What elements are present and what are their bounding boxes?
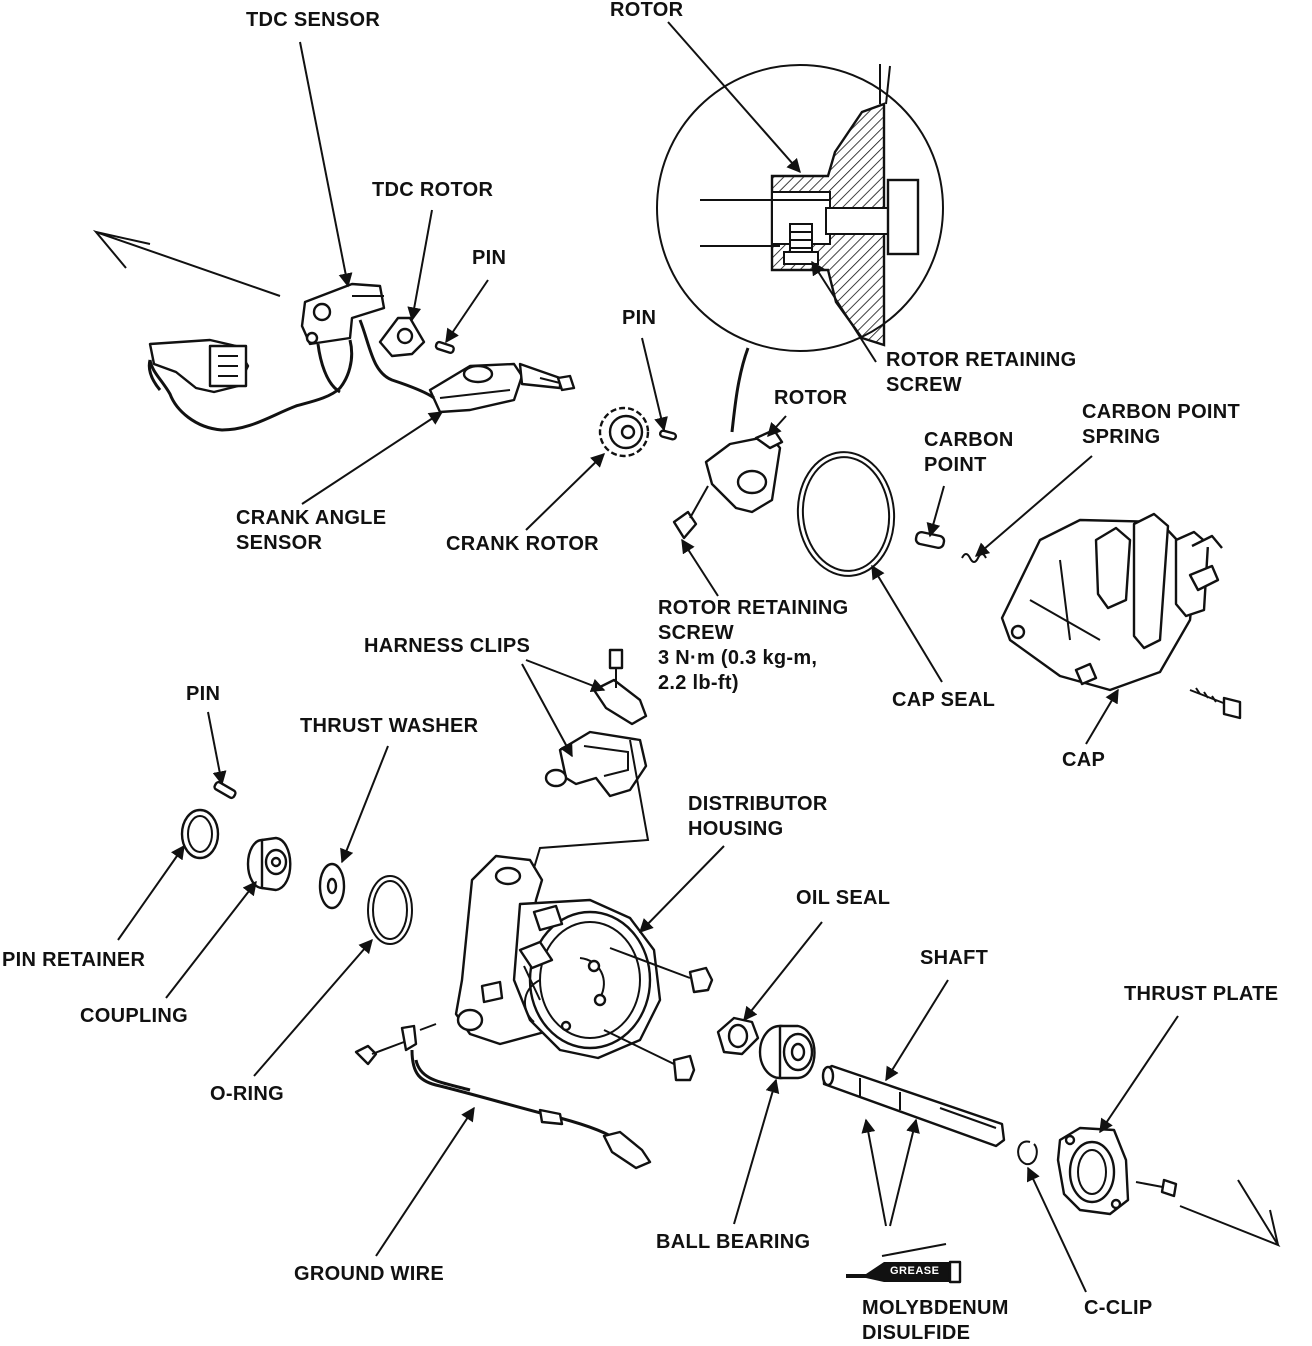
thrust-plate-bolt (1135, 1178, 1178, 1198)
housing-small-nut-upper (609, 947, 714, 994)
label-tdc-rotor: TDC ROTOR (372, 179, 494, 201)
leader-rotor (767, 415, 787, 438)
coupling-part (246, 836, 292, 892)
sensor-bolt-part (539, 374, 576, 392)
label-o-ring: O-RING (210, 1083, 285, 1105)
grease-tube-icon (846, 1243, 962, 1284)
label-thrust-plate: THRUST PLATE (1124, 983, 1279, 1005)
ground-wire-part (354, 1023, 652, 1170)
leader-carbon-point-spring (974, 455, 1093, 557)
label-ball-bearing: BALL BEARING (656, 1231, 811, 1253)
pin-retainer-part (180, 808, 220, 860)
label-ground-wire: GROUND WIRE (294, 1263, 444, 1285)
label-molybdenum-disulfide: MOLYBDENUM DISULFIDE (862, 1297, 1009, 1344)
thrust-washer-part (318, 862, 346, 910)
harness-clip-lower-part (544, 730, 648, 798)
leader-thrust-plate (1099, 1015, 1179, 1134)
label-distributor-housing: DISTRIBUTOR HOUSING (688, 793, 828, 840)
leader-rotor-retaining-screw (681, 538, 719, 597)
label-pin-mid: PIN (622, 307, 657, 329)
crank-angle-sensor-part (428, 362, 562, 414)
label-pin-retainer: PIN RETAINER (2, 949, 146, 971)
o-ring-part (367, 875, 413, 945)
shaft-part (821, 1064, 1006, 1148)
leader-pin-mid (641, 337, 668, 432)
leader-distributor-housing (639, 845, 725, 934)
label-rotor-retaining-screw: ROTOR RETAINING SCREW 3 N·m (0.3 kg-m, 2… (658, 597, 849, 694)
leader-carbon-point (926, 485, 945, 538)
tdc-sensor-part (300, 282, 386, 346)
label-harness-clips: HARNESS CLIPS (364, 635, 531, 657)
rotor-retaining-screw-part (672, 485, 709, 540)
leader-pin-top (445, 279, 489, 344)
leader-moly-b (889, 1118, 920, 1227)
leader-harness-clip-upper (525, 659, 606, 693)
leader-crank-rotor (525, 453, 606, 531)
label-crank-rotor: CRANK ROTOR (446, 533, 599, 555)
leader-ground-wire (375, 1106, 475, 1257)
c-clip-part (1017, 1140, 1038, 1166)
label-carbon-point: CARBON POINT (924, 429, 1014, 476)
leader-shaft (885, 979, 949, 1082)
leader-rotor-screw-detail (811, 260, 877, 363)
rotor-detail-view (656, 64, 944, 433)
leader-thrust-washer (340, 745, 389, 864)
leader-pin-left (207, 711, 227, 786)
label-cap: CAP (1062, 749, 1106, 771)
pin-mid-part (658, 429, 678, 441)
label-pin-top: PIN (472, 247, 507, 269)
grease-tube-label: GREASE (890, 1265, 940, 1277)
thrust-plate-part (1056, 1126, 1130, 1216)
leader-harness-clip-lower (521, 663, 573, 758)
label-rotor-retaining-screw-detail: ROTOR RETAINING SCREW (886, 349, 1077, 396)
leader-tdc-sensor (299, 41, 353, 288)
leader-coupling (165, 880, 257, 999)
orientation-arrow-top-left (92, 229, 281, 297)
leader-tdc-rotor (407, 209, 433, 322)
tdc-rotor-part (378, 316, 426, 358)
sensor-wiring-harness (147, 319, 435, 432)
leader-oil-seal (743, 921, 823, 1022)
leader-c-clip (1026, 1166, 1087, 1293)
cap-bolt-part (1189, 687, 1242, 720)
leader-moly-a (861, 1118, 887, 1227)
crank-rotor-part (598, 406, 650, 458)
leader-o-ring (253, 938, 373, 1077)
cap-seal-part (796, 451, 896, 577)
label-pin-left: PIN (186, 683, 221, 705)
orientation-arrow-bottom-right (1179, 1179, 1281, 1248)
leader-rotor-top (667, 21, 801, 174)
label-coupling: COUPLING (80, 1005, 188, 1027)
label-rotor: ROTOR (774, 387, 848, 409)
leader-cap-seal (871, 564, 943, 683)
leader-cap (1085, 688, 1119, 745)
label-thrust-washer: THRUST WASHER (300, 715, 479, 737)
harness-clip-upper-part (592, 648, 648, 726)
label-c-clip: C-CLIP (1084, 1297, 1153, 1319)
pin-top-part (434, 340, 455, 355)
label-tdc-sensor: TDC SENSOR (246, 9, 381, 31)
label-oil-seal: OIL SEAL (796, 887, 891, 909)
leader-ball-bearing (733, 1078, 780, 1225)
leader-pin-retainer (117, 844, 185, 941)
label-carbon-point-spring: CARBON POINT SPRING (1082, 401, 1241, 448)
rotor-part (704, 428, 784, 514)
distributor-housing-part (454, 854, 662, 1060)
leader-lines (117, 21, 1179, 1293)
clip-guide-line (533, 739, 650, 869)
leader-crank-angle-sensor (301, 411, 444, 505)
carbon-point-spring-part (961, 553, 987, 563)
label-rotor-top: ROTOR (610, 0, 684, 21)
label-cap-seal: CAP SEAL (892, 689, 996, 711)
housing-small-nut-lower (603, 1029, 696, 1082)
label-crank-angle-sensor: CRANK ANGLE SENSOR (236, 507, 387, 554)
pin-left-part (213, 780, 237, 800)
oil-seal-part (716, 1016, 760, 1056)
label-shaft: SHAFT (920, 947, 989, 969)
cap-part (1000, 512, 1223, 692)
ball-bearing-part (758, 1024, 816, 1080)
